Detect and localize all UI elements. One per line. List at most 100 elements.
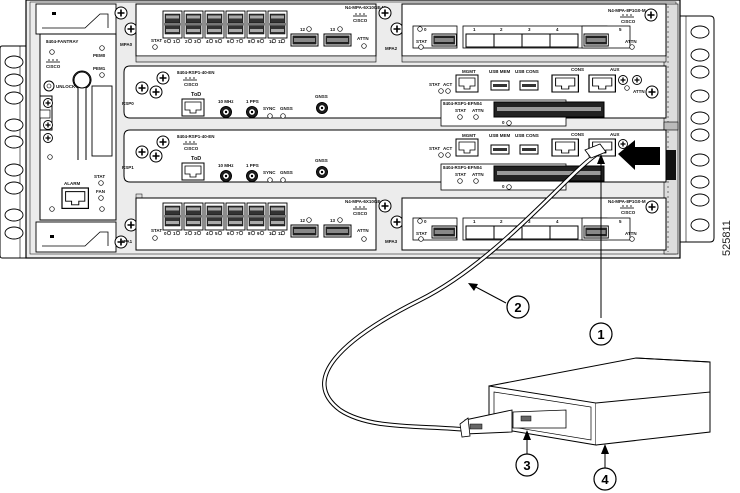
rsp-lower-1pps-port[interactable] bbox=[246, 170, 258, 182]
qsfp-port-13-bottom[interactable] bbox=[323, 224, 352, 238]
port-led bbox=[175, 230, 181, 236]
fan-stat-label: STAT bbox=[94, 174, 105, 179]
rsp-lower-1pps-label: 1 PPS bbox=[246, 163, 259, 168]
mpa-tl-sfp-cage-3[interactable] bbox=[225, 10, 246, 39]
mpa-tl-attn: ATTN bbox=[357, 36, 369, 41]
mpa-tl-port-num: 10 bbox=[269, 39, 275, 44]
mpa-tr-port0: 0 bbox=[424, 27, 427, 32]
rsp-lower-10mhz-label: 10 MHz bbox=[218, 163, 234, 168]
qsfp-port-12[interactable] bbox=[290, 33, 319, 47]
port-led bbox=[217, 230, 223, 236]
sfp-port-3-bottom[interactable] bbox=[521, 225, 551, 240]
mpa-tl-port13: 13 bbox=[330, 27, 336, 32]
rsp-lower-gnss-label: GNSS bbox=[315, 158, 328, 163]
mpa-tr-port2: 2 bbox=[500, 27, 503, 32]
port-led bbox=[229, 38, 235, 44]
mpa-bottom-right: MPA3 0 STAT 1 2 3 4 5 ATTN N4-MPA-8P1G0-… bbox=[378, 197, 667, 251]
mpa-tl-sfp-cage-5[interactable] bbox=[267, 10, 288, 39]
mpa-bl-model: N4-MPA-6X10GE-M bbox=[345, 199, 386, 204]
rsp-lower-usb-cons-port[interactable] bbox=[519, 144, 539, 155]
alarm-port[interactable] bbox=[61, 187, 90, 210]
sfp-port-0[interactable] bbox=[431, 33, 457, 47]
mpa-tr-attn: ATTN bbox=[625, 39, 637, 44]
sfp-port-5[interactable] bbox=[583, 33, 609, 47]
mpa-bl-sfp-cage-0[interactable] bbox=[162, 202, 183, 231]
sfp-port-4[interactable] bbox=[549, 33, 579, 48]
fan-tray: 8404-FANTRAY CISCO PEM0 PEM1 UNLOCK STAT… bbox=[35, 3, 117, 253]
rsp-lower-tod-port[interactable] bbox=[181, 162, 205, 181]
mpa0-slot-label: MPA0 bbox=[120, 42, 133, 47]
mpa-bl-sfp-cage-5[interactable] bbox=[267, 202, 288, 231]
mpa-br-attn: ATTN bbox=[625, 231, 637, 236]
rsp-lower-sync-label: SYNC bbox=[263, 170, 276, 175]
mpa-tl-sfp-cage-2[interactable] bbox=[204, 10, 225, 39]
aux-plug bbox=[584, 143, 607, 159]
rsp-upper-aux-port[interactable] bbox=[588, 74, 616, 93]
fan-tray-handle[interactable] bbox=[72, 70, 92, 160]
rsp-upper-1pps-port[interactable] bbox=[246, 106, 258, 118]
mpa-bl-sfp-cage-2[interactable] bbox=[204, 202, 225, 231]
qsfp-port-13[interactable] bbox=[323, 33, 352, 47]
rsp-lower-cons-port[interactable] bbox=[551, 138, 580, 157]
rsp-lower-cons-label: CONS bbox=[571, 132, 584, 137]
rsp-lower-tod-label: ToD bbox=[191, 156, 201, 162]
rsp-lower-model: 8404-RSP1-40-EN bbox=[177, 134, 215, 139]
sfp-port-0-bottom[interactable] bbox=[431, 225, 457, 239]
mpa-tl-port-num: 4 bbox=[206, 39, 209, 44]
mpa-bl-stat: STAT bbox=[151, 228, 162, 233]
mpa-bl-brand: CISCO bbox=[353, 211, 368, 216]
mpa-tl-sfp-cage-1[interactable] bbox=[183, 10, 204, 39]
sfp-port-3[interactable] bbox=[521, 33, 551, 48]
mpa-tl-brand: CISCO bbox=[353, 18, 368, 23]
pem0-label: PEM0 bbox=[93, 53, 106, 58]
rsp-lower-usb-mem-port[interactable] bbox=[490, 144, 510, 155]
rsp-upper-gnss-port[interactable] bbox=[316, 102, 328, 114]
fan-tray-brand: CISCO bbox=[46, 64, 61, 69]
callout-3: 3 bbox=[515, 430, 539, 477]
sfp-port-2[interactable] bbox=[493, 33, 523, 48]
mpa-tl-sfp-cage-4[interactable] bbox=[246, 10, 267, 39]
mpa-top-right: MPA2 0 STAT 1 2 3 4 5 ATTN N4-MPA-8P1G0-… bbox=[378, 3, 667, 63]
mpa-bl-port-num: 1 bbox=[173, 231, 176, 236]
rsp-upper-sub-attn: ATTN bbox=[472, 108, 484, 113]
mpa-bl-sfp-cage-1[interactable] bbox=[183, 202, 204, 231]
rsp-upper-mgmt-port[interactable] bbox=[455, 74, 479, 93]
sfp-port-1-bottom[interactable] bbox=[465, 225, 495, 240]
mpa-br-model: N4-MPA-8P1G0-M bbox=[608, 199, 646, 204]
mpa-bl-sfp-cage-3[interactable] bbox=[225, 202, 246, 231]
rsp-upper-model: 8404-RSP1-40-EN bbox=[177, 70, 215, 75]
rsp-upper-cons-port[interactable] bbox=[551, 74, 580, 93]
sfp-port-4-bottom[interactable] bbox=[549, 225, 579, 240]
qsfp-port-12-bottom[interactable] bbox=[290, 224, 319, 238]
mpa-tl-stat: STAT bbox=[151, 38, 162, 43]
mpa-bl-sfp-cage-4[interactable] bbox=[246, 202, 267, 231]
rsp-upper-usb-cons-port[interactable] bbox=[519, 80, 539, 91]
mpa3-slot-label: MPA3 bbox=[385, 239, 398, 244]
rsp-upper-usb-mem-port[interactable] bbox=[490, 80, 510, 91]
rsp-upper-10mhz-port[interactable] bbox=[220, 106, 232, 118]
rsp-lower-gnss-port[interactable] bbox=[316, 166, 328, 178]
rsp-upper-brand: CISCO bbox=[184, 82, 199, 87]
cable-connector[interactable] bbox=[459, 409, 513, 438]
sfp-port-5-bottom[interactable] bbox=[583, 225, 609, 239]
sfp-port-1[interactable] bbox=[465, 33, 495, 48]
mpa-br-port2: 2 bbox=[500, 219, 503, 224]
mpa-tr-stat: STAT bbox=[416, 39, 427, 44]
port-led bbox=[187, 38, 193, 44]
rsp-lower-mgmt-port[interactable] bbox=[455, 138, 479, 157]
unlock-label[interactable]: UNLOCK bbox=[56, 84, 76, 89]
rsp1-slot-label: RSP1 bbox=[122, 165, 134, 170]
figure-id: 525811 bbox=[721, 220, 733, 256]
mpa-tl-sfp-cage-0[interactable] bbox=[162, 10, 183, 39]
mpa-tr-brand: CISCO bbox=[621, 19, 636, 24]
port-led bbox=[271, 230, 277, 236]
rsp-upper-tod-port[interactable] bbox=[181, 98, 205, 117]
rsp-lower-sub-port0: 0 bbox=[502, 184, 505, 189]
device-connector[interactable] bbox=[512, 409, 567, 429]
console-cable[interactable] bbox=[322, 143, 607, 433]
rsp-lower-10mhz-port[interactable] bbox=[220, 170, 232, 182]
mpa-tl-port-num: 3 bbox=[194, 39, 197, 44]
